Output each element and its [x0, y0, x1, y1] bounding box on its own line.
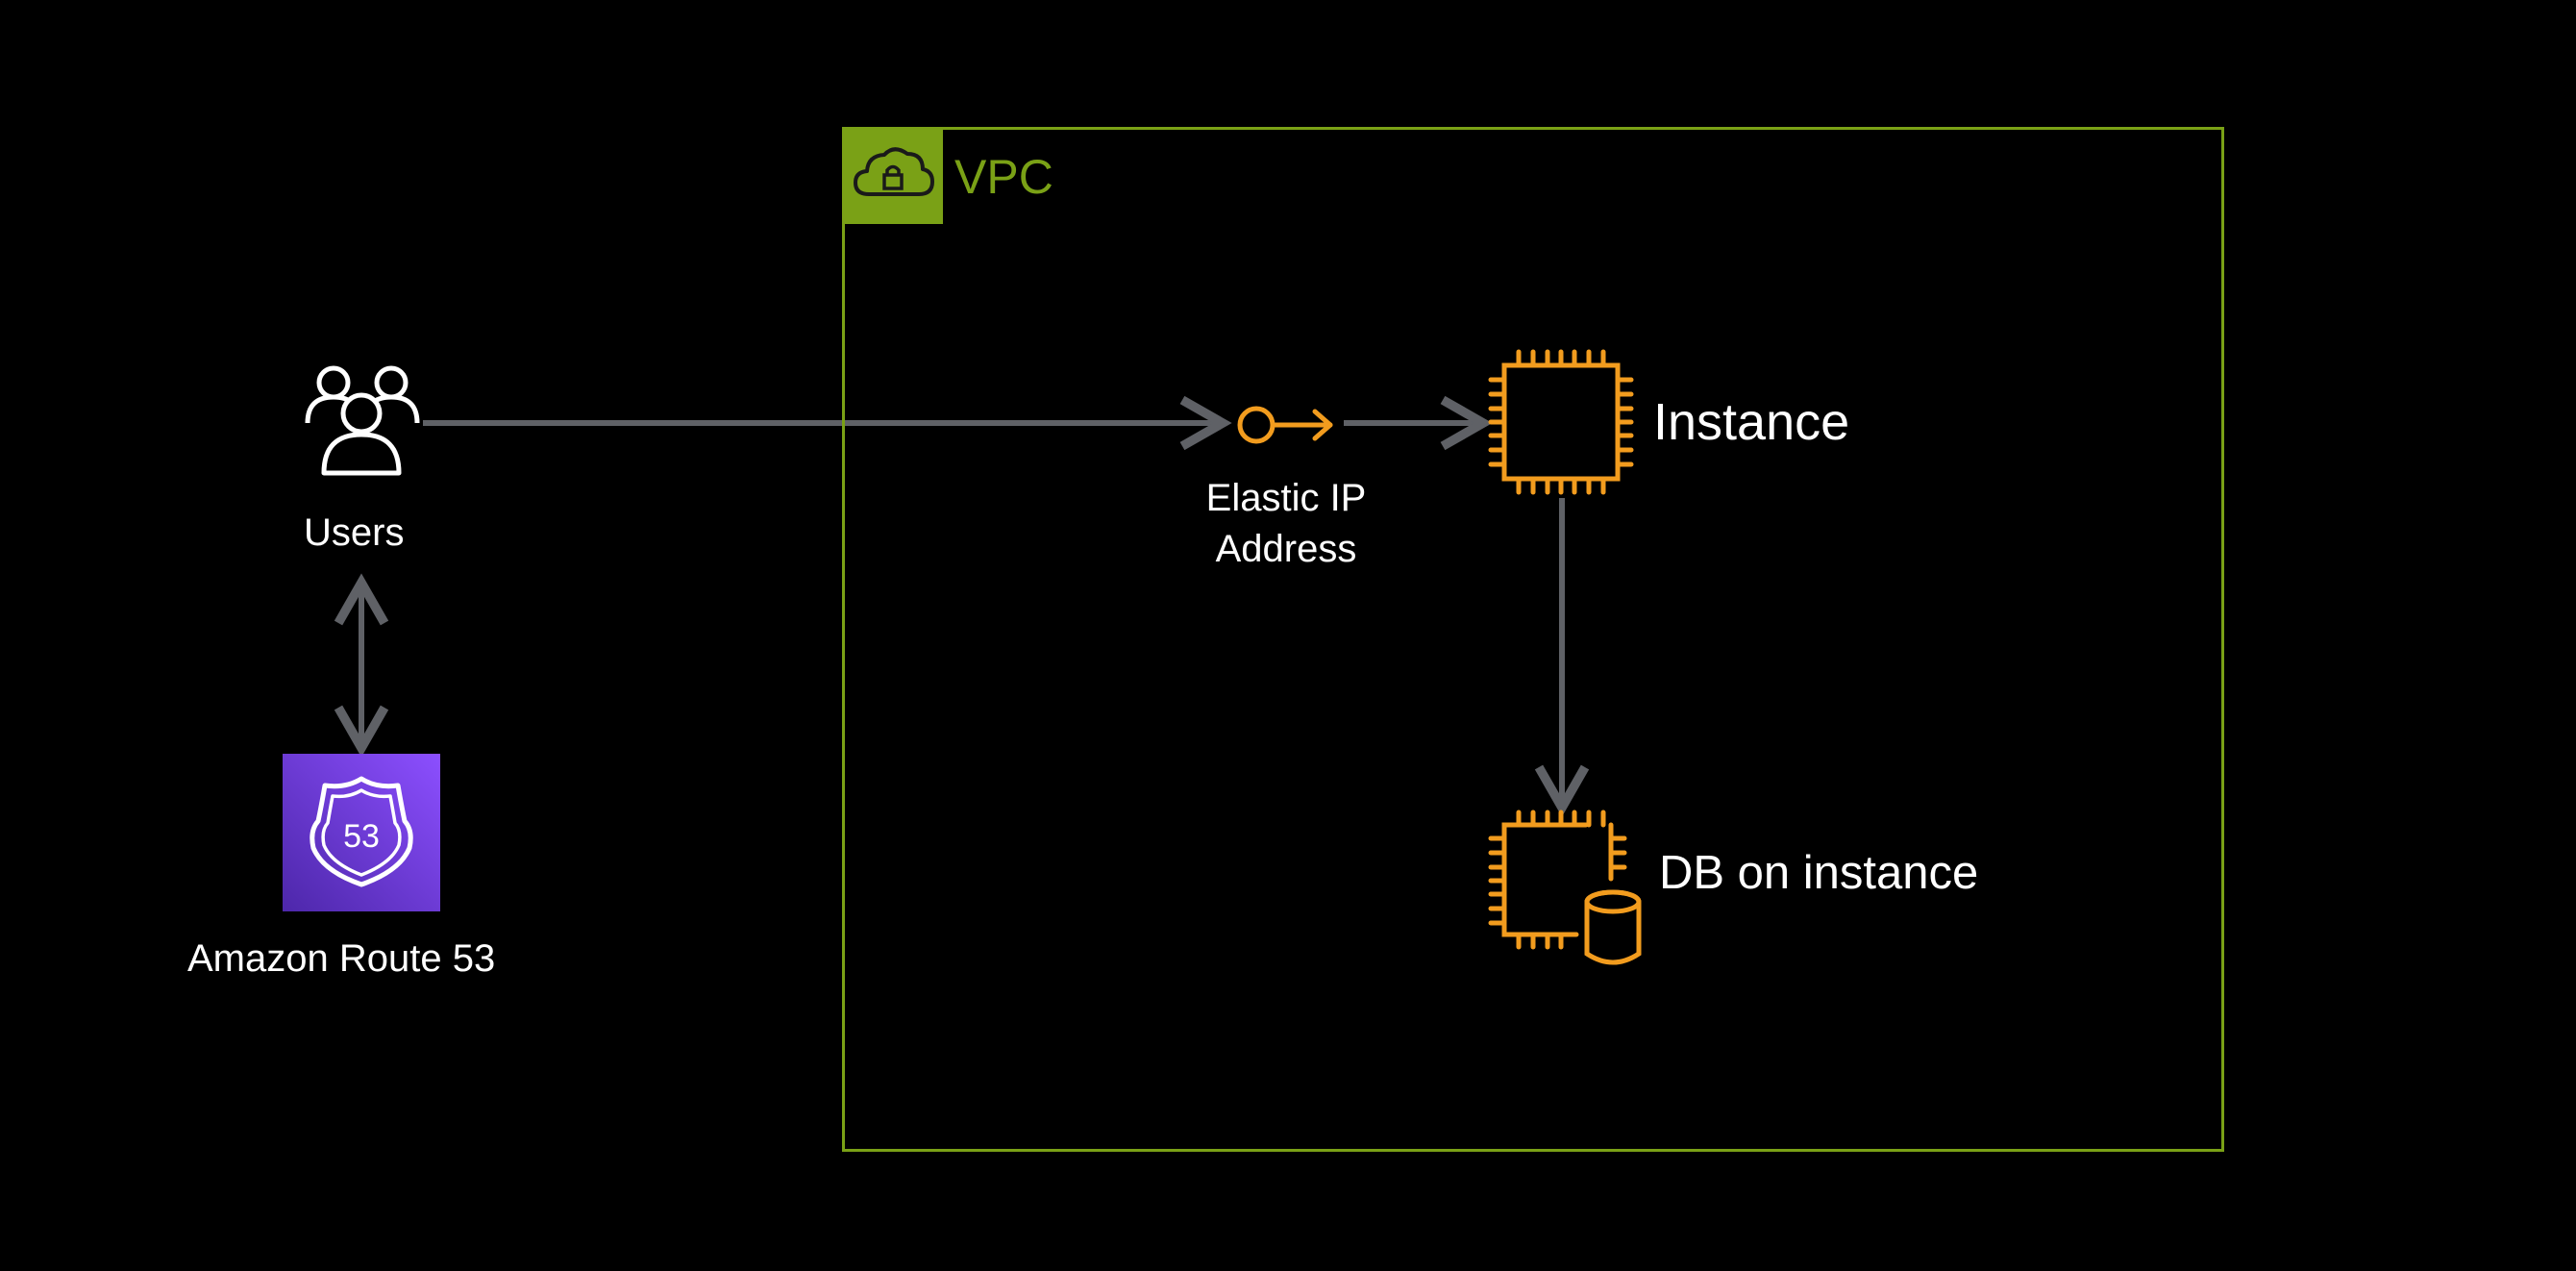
db-on-instance-label: DB on instance [1659, 847, 1979, 899]
db-on-instance-icon [1488, 810, 1642, 965]
elastic-ip-label-line2: Address [1215, 528, 1357, 570]
vpc-cloud-lock-icon [842, 127, 943, 224]
users-label: Users [304, 511, 405, 554]
route53-shield-icon: 53 [310, 776, 413, 887]
vpc-group-boundary [842, 127, 2224, 1152]
ec2-instance-chip-icon [1488, 349, 1634, 495]
users-icon [305, 365, 420, 476]
route53-badge-text: 53 [343, 818, 380, 855]
route53-tile: 53 [283, 754, 440, 911]
elastic-ip-icon [1237, 406, 1333, 444]
elastic-ip-label-line1: Elastic IP [1205, 477, 1367, 519]
elastic-ip-label: Elastic IP Address [1173, 473, 1399, 575]
route53-label: Amazon Route 53 [187, 937, 496, 980]
instance-label: Instance [1653, 393, 1850, 451]
vpc-title: VPC [954, 150, 1053, 204]
